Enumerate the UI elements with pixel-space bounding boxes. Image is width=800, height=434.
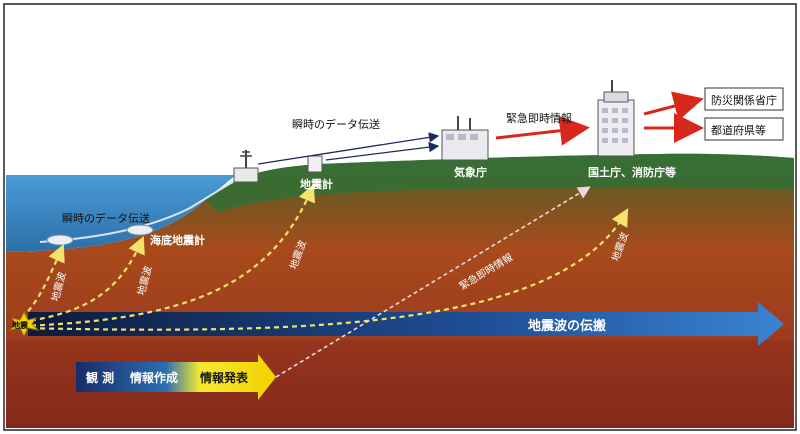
eew-top-label: 緊急即時情報 (506, 111, 572, 125)
disaster-ministries-label: 防災関係省庁 (711, 93, 777, 107)
quake-label: 地震 (12, 320, 29, 330)
propagation-arrow (28, 302, 784, 346)
data-transfer-arrow (257, 132, 440, 165)
eew-arrow-red (495, 115, 590, 146)
ministries-arrow (643, 91, 704, 121)
seismic-wave-path (21, 235, 145, 324)
seafloor-seismometer-icon (126, 224, 154, 236)
mlit-fdma-label: 国土庁、消防庁等 (588, 165, 676, 179)
eew-diagonal-path (275, 186, 591, 378)
seismometer-label: 地震計 (300, 177, 333, 191)
land-surface (205, 153, 794, 212)
instant-transfer-sea-label: 瞬時のデータ伝送 (62, 211, 150, 225)
jma-label: 気象庁 (454, 165, 487, 179)
sea (6, 175, 236, 252)
seafloor-seismometer-label: 海底地震計 (150, 233, 205, 247)
jma-building-icon (441, 116, 489, 161)
quake-burst-icon (8, 310, 40, 338)
ground (6, 153, 794, 428)
ministries-box (704, 87, 784, 111)
prefectures-box (704, 117, 784, 141)
gov-building-icon (597, 80, 635, 157)
prefectures-label: 都道府県等 (711, 123, 766, 137)
relay-station-icon (233, 150, 259, 183)
seismometer-icon (307, 155, 323, 176)
propagation-label: 地震波の伝搬 (528, 318, 606, 334)
process-arrow (76, 354, 276, 400)
instant-transfer-top-label: 瞬時のデータ伝送 (292, 117, 380, 131)
seafloor-seismometer-icon (46, 234, 74, 246)
seafloor-cable (39, 177, 241, 243)
info-creation-label: 情報作成 (130, 370, 178, 385)
info-release-label: 情報発表 (200, 370, 249, 385)
data-transfer-arrow (325, 141, 440, 161)
seismic-wave-path (21, 208, 629, 331)
seismic-wave-path (21, 183, 316, 328)
observation-label: 観 測 (86, 370, 114, 385)
seismic-wave-path (21, 243, 65, 319)
